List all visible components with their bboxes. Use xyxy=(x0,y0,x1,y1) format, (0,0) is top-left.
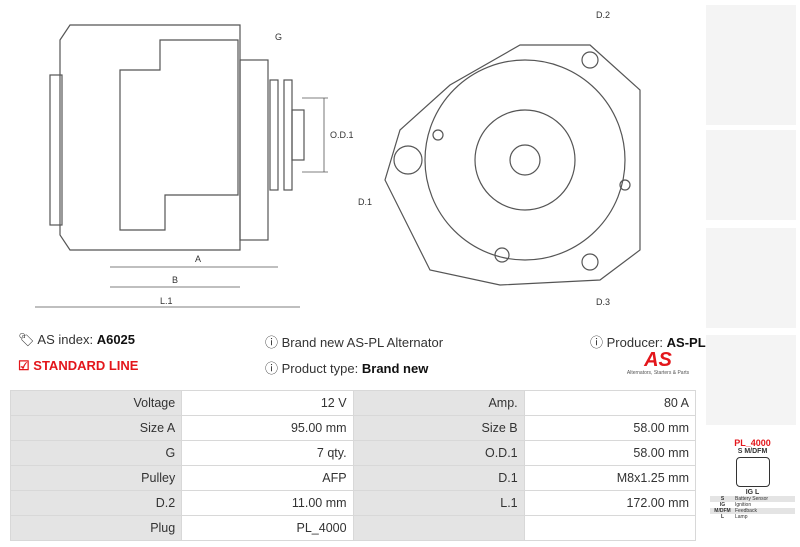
spec-value xyxy=(523,515,697,541)
spec-label: Size B xyxy=(352,415,525,441)
plug-connector-icon xyxy=(735,457,770,487)
spec-label: Pulley xyxy=(9,465,183,491)
spec-value: AFP xyxy=(181,465,354,491)
plug-pin-row: S Battery Sensor xyxy=(710,496,795,502)
info-icon: ⓘ xyxy=(590,335,604,350)
spec-value: 58.00 mm xyxy=(523,440,697,466)
spec-label: G xyxy=(9,440,183,466)
product-photo-back[interactable] xyxy=(706,228,796,328)
plug-pin-row: IG Ignition xyxy=(710,502,795,508)
pin-code: L xyxy=(720,514,725,520)
pin-code: IG xyxy=(719,502,726,508)
spec-value: 12 V xyxy=(181,390,354,416)
spec-value: PL_4000 xyxy=(181,515,354,541)
pin-desc: Ignition xyxy=(735,502,752,508)
label-a: A xyxy=(195,254,201,264)
label-d2: D.2 xyxy=(596,10,610,20)
pin-desc: Battery Sensor xyxy=(735,496,769,502)
product-type: ⓘ Product type: Brand new xyxy=(265,361,429,376)
as-pl-logo: AS Alternators, Starters & Parts xyxy=(626,349,690,376)
pin-code: M/DFM xyxy=(714,508,731,514)
spec-label xyxy=(352,515,525,541)
plug-pin-row: L Lamp xyxy=(710,514,795,520)
info-icon: ⓘ xyxy=(265,361,279,376)
spec-label: D.2 xyxy=(9,490,183,516)
pin-desc: Lamp xyxy=(735,514,748,520)
spec-value: 58.00 mm xyxy=(523,415,697,441)
spec-value: 172.00 mm xyxy=(523,490,697,516)
spec-label: D.1 xyxy=(352,465,525,491)
pin-desc: Feedback xyxy=(735,508,757,514)
label-l1: L.1 xyxy=(160,296,173,306)
label-b: B xyxy=(172,275,178,285)
product-photo-front[interactable] xyxy=(706,5,796,125)
spec-value: 80 A xyxy=(523,390,697,416)
tag-icon: 🏷 xyxy=(18,332,35,347)
spec-value: 95.00 mm xyxy=(181,415,354,441)
producer: ⓘ Producer: AS-PL xyxy=(590,335,706,350)
as-index: 🏷 AS index: A6025 xyxy=(18,332,136,347)
description: ⓘ Brand new AS-PL Alternator xyxy=(265,335,444,350)
info-icon: ⓘ xyxy=(265,335,279,350)
standard-line: ☑ STANDARD LINE xyxy=(18,358,139,373)
label-d3: D.3 xyxy=(596,297,610,307)
product-photo-side[interactable] xyxy=(706,130,796,220)
spec-label: Plug xyxy=(9,515,183,541)
spec-value: 11.00 mm xyxy=(181,490,354,516)
spec-label: Voltage xyxy=(9,390,183,416)
checkbox-icon: ☑ xyxy=(18,358,30,373)
spec-value: M8x1.25 mm xyxy=(523,465,697,491)
technical-drawing: G O.D.1 A B L.1 D.1 D.2 D.3 xyxy=(35,10,641,308)
spec-value: 7 qty. xyxy=(181,440,354,466)
product-photo-angle[interactable] xyxy=(706,335,796,425)
plug-pin-row: M/DFM Feedback xyxy=(710,508,795,514)
spec-label: L.1 xyxy=(352,490,525,516)
label-g: G xyxy=(275,32,282,42)
label-d1: D.1 xyxy=(358,197,372,207)
spec-label: O.D.1 xyxy=(352,440,525,466)
spec-label: Size A xyxy=(9,415,183,441)
label-od1: O.D.1 xyxy=(330,130,354,140)
spec-label: Amp. xyxy=(352,390,525,416)
pin-code: S xyxy=(720,496,725,502)
